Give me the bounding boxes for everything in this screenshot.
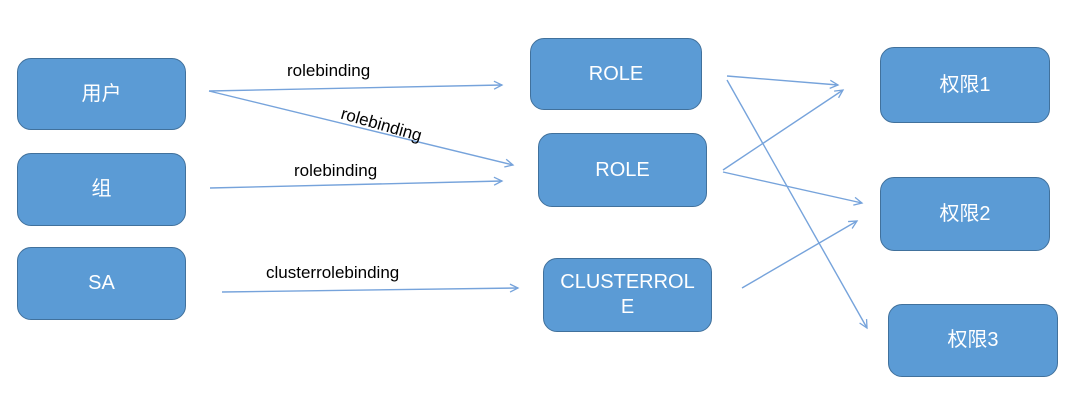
arrow-role1-to-perm3 <box>726 79 868 330</box>
edge-label-group-role2: rolebinding <box>294 161 378 180</box>
node-role-2-label: ROLE <box>595 158 650 181</box>
arrow-sa-to-clusterrole <box>221 283 520 293</box>
arrow-user-to-role1 <box>208 80 504 92</box>
node-role-1: ROLE <box>530 38 702 110</box>
arrow-role1-to-perm1 <box>726 75 840 89</box>
node-permission-2: 权限2 <box>880 177 1050 251</box>
arrow-role2-to-perm2 <box>722 171 864 206</box>
node-permission-3: 权限3 <box>888 304 1058 377</box>
arrow-user-to-role2 <box>208 90 515 168</box>
node-permission-1: 权限1 <box>880 47 1050 123</box>
arrow-group-to-role2 <box>209 176 504 189</box>
node-role-1-label: ROLE <box>588 62 644 85</box>
edge-label-user-role1: rolebinding <box>287 61 371 80</box>
node-clusterrole-label: CLUSTERROL E <box>560 271 695 318</box>
node-group-label: 组 <box>91 178 112 200</box>
edge-label-sa-clusterrole: clusterrolebinding <box>266 263 400 282</box>
node-clusterrole: CLUSTERROL E <box>543 258 712 332</box>
node-permission-1-label: 权限1 <box>939 73 991 96</box>
arrow-clusterrole-to-perm2 <box>741 220 859 289</box>
node-user-label: 用户 <box>81 82 122 105</box>
node-permission-2-label: 权限2 <box>939 202 991 225</box>
node-service-account-label: SA <box>88 272 115 294</box>
arrow-role2-to-perm1 <box>722 89 845 171</box>
node-permission-3-label: 权限3 <box>947 329 999 351</box>
node-group: 组 <box>17 153 186 226</box>
node-user: 用户 <box>17 58 186 130</box>
node-role-2: ROLE <box>538 133 707 207</box>
node-service-account: SA <box>17 247 186 320</box>
